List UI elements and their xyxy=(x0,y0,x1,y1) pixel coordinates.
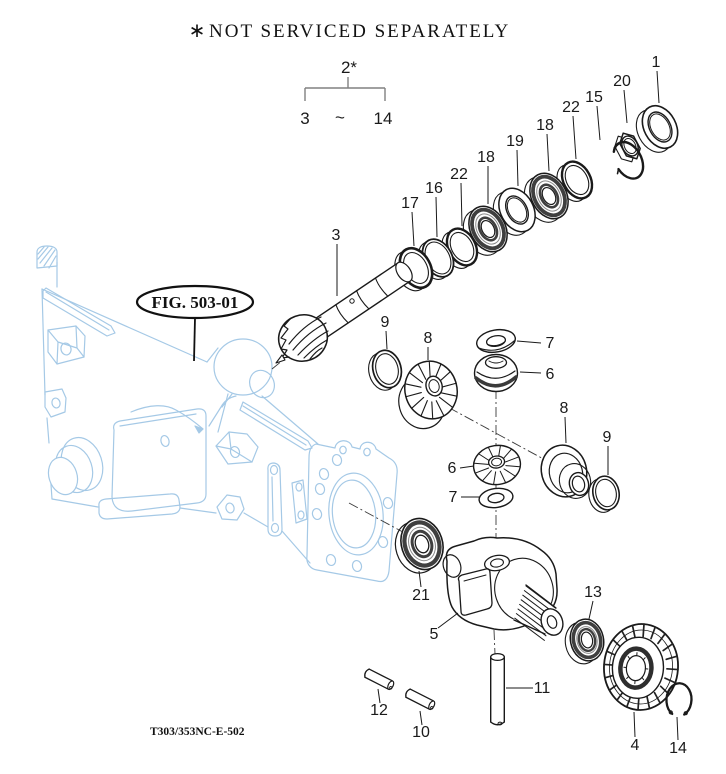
figure-badge-ellipse xyxy=(135,284,255,320)
callout-9-left: 9 xyxy=(381,314,390,331)
callout-12: 12 xyxy=(370,702,388,719)
part-7-washer-drawing-top xyxy=(476,328,516,354)
callout-18-upper: 18 xyxy=(536,117,554,134)
housing-stub-cylinder xyxy=(36,245,58,269)
callout-7-bottom: 7 xyxy=(449,489,458,506)
part-6-pinion-gear-drawing-top xyxy=(473,353,519,393)
callout-8-right: 8 xyxy=(560,400,569,417)
callout-11: 11 xyxy=(534,680,551,697)
callout-6-bottom: 6 xyxy=(448,460,457,477)
part-1-seal-ring-drawing xyxy=(635,104,679,153)
callout-21: 21 xyxy=(412,587,430,604)
part-6-pinion-gear-drawing-bottom xyxy=(472,444,522,486)
group-range-start: 3 xyxy=(300,109,309,128)
group-callout-label: 2* xyxy=(341,58,357,77)
part-3-pinion-shaft-drawing xyxy=(275,261,413,364)
callout-4: 4 xyxy=(631,737,640,754)
part-9-ring-drawing-right xyxy=(588,475,620,513)
drawing-code: T303/353NC-E-502 xyxy=(150,726,245,738)
callout-16: 16 xyxy=(425,180,443,197)
callout-18-lower: 18 xyxy=(477,149,495,166)
group-range-separator: ~ xyxy=(335,108,345,127)
part-14-snap-ring-drawing xyxy=(665,682,693,716)
part-8-side-gear-drawing-right xyxy=(540,444,592,499)
exploded-parts xyxy=(275,104,693,726)
callout-17: 17 xyxy=(401,195,419,212)
callout-14: 14 xyxy=(669,740,687,757)
figure-badge-pointer xyxy=(193,317,196,362)
callout-1: 1 xyxy=(652,54,661,71)
callout-numbers: 1 20 15 22 18 19 18 22 16 17 3 9 8 7 6 8… xyxy=(332,54,687,757)
group-callout-2: 2* 3 ~ 14 xyxy=(300,58,392,128)
flange-bolt-holes xyxy=(311,453,394,573)
group-callout-bracket xyxy=(304,77,386,101)
callout-13: 13 xyxy=(584,584,602,601)
callout-9-right: 9 xyxy=(603,429,612,446)
figure-badge-label: FIG. 503-01 xyxy=(152,293,239,312)
callout-15: 15 xyxy=(585,89,603,106)
part-15-snap-ring-drawing xyxy=(612,140,645,180)
figure-reference-badge: FIG. 503-01 xyxy=(135,284,255,362)
callout-3: 3 xyxy=(332,227,341,244)
part-21-bearing-drawing xyxy=(394,517,444,574)
part-13-bearing-drawing xyxy=(564,618,605,665)
callout-10: 10 xyxy=(412,724,430,741)
part-7-washer-drawing-bottom xyxy=(478,487,514,509)
part-11-pin-drawing xyxy=(490,652,505,726)
callout-19: 19 xyxy=(506,133,524,150)
part-4-ring-gear-drawing xyxy=(603,623,679,711)
callout-6-top: 6 xyxy=(546,366,555,383)
part-18-bearing-drawing-upper xyxy=(523,172,569,223)
callout-5: 5 xyxy=(430,626,439,643)
callout-22-upper: 22 xyxy=(562,99,580,116)
title-text: NOT SERVICED SEPARATELY xyxy=(209,21,510,42)
title-asterisk-marker: ∗ xyxy=(189,20,206,42)
callout-8-left: 8 xyxy=(424,330,433,347)
page-title: ∗ NOT SERVICED SEPARATELY xyxy=(189,20,510,42)
part-22-shim-drawing-lower xyxy=(441,227,479,269)
leader-lines xyxy=(336,70,679,741)
part-12-pin-drawing xyxy=(364,668,395,691)
part-8-side-gear-drawing-left xyxy=(398,360,458,430)
callout-20: 20 xyxy=(613,73,631,90)
part-5-differential-case-drawing xyxy=(442,536,564,641)
callout-22-lower: 22 xyxy=(450,166,468,183)
part-9-ring-drawing-left xyxy=(368,349,403,391)
part-10-pin-drawing xyxy=(405,688,436,711)
callout-7-top: 7 xyxy=(546,335,555,352)
part-20-hex-nut-drawing xyxy=(614,132,641,163)
group-range-end: 14 xyxy=(374,109,393,128)
axle-housing-drawing xyxy=(36,245,398,583)
part-18-bearing-drawing-lower xyxy=(462,205,508,256)
